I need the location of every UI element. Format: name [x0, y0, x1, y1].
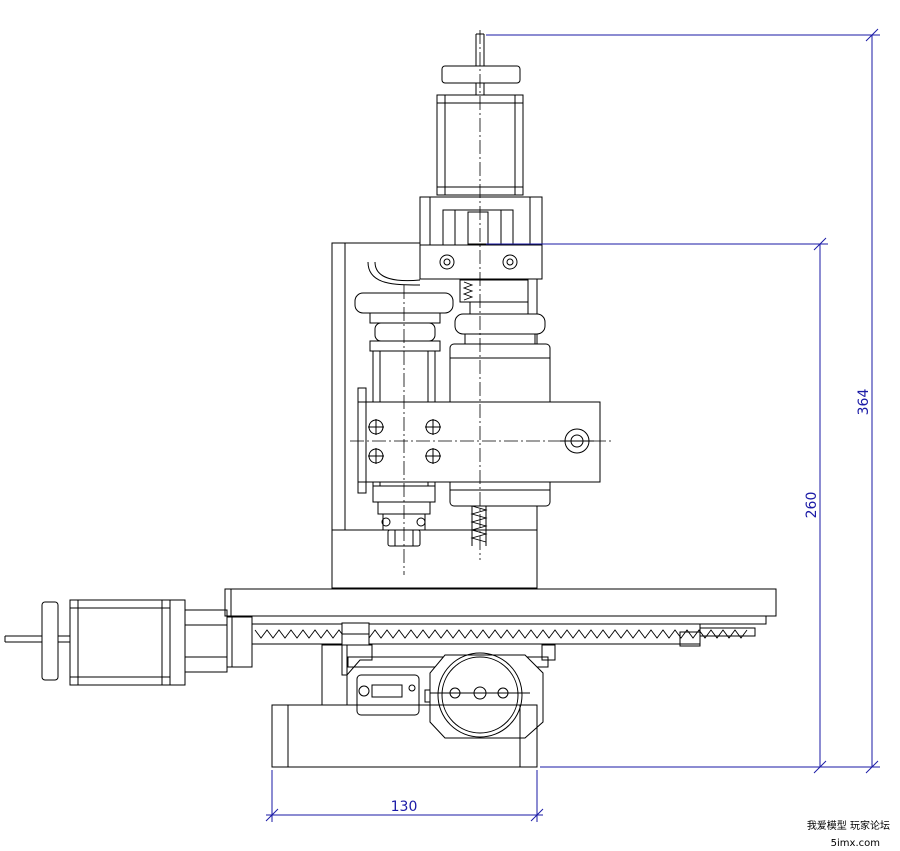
x-lead-screw [249, 622, 756, 647]
watermark: 我爱模型 玩家论坛 5imx.com [807, 819, 890, 849]
z-carriage-plate [357, 387, 601, 494]
dimension-label-260: 260 [804, 492, 820, 519]
motor-pulley [454, 279, 546, 345]
work-table [224, 588, 777, 625]
dimension-label-364: 364 [856, 389, 872, 416]
dimension-364: 364 [486, 28, 880, 774]
dimension-label-130: 130 [391, 799, 418, 815]
machine-base [271, 644, 556, 768]
dimension-130: 130 [265, 770, 544, 822]
watermark-line-1: 我爱模型 玩家论坛 [807, 819, 890, 832]
x-axis-stepper-motor [4, 599, 253, 686]
z-lead-screw [470, 505, 488, 546]
dimension-260: 260 [486, 237, 828, 774]
z-motor-mount-bracket [419, 196, 543, 280]
y-axis-stepper-motor [429, 652, 544, 739]
watermark-line-2: 5imx.com [831, 838, 880, 849]
